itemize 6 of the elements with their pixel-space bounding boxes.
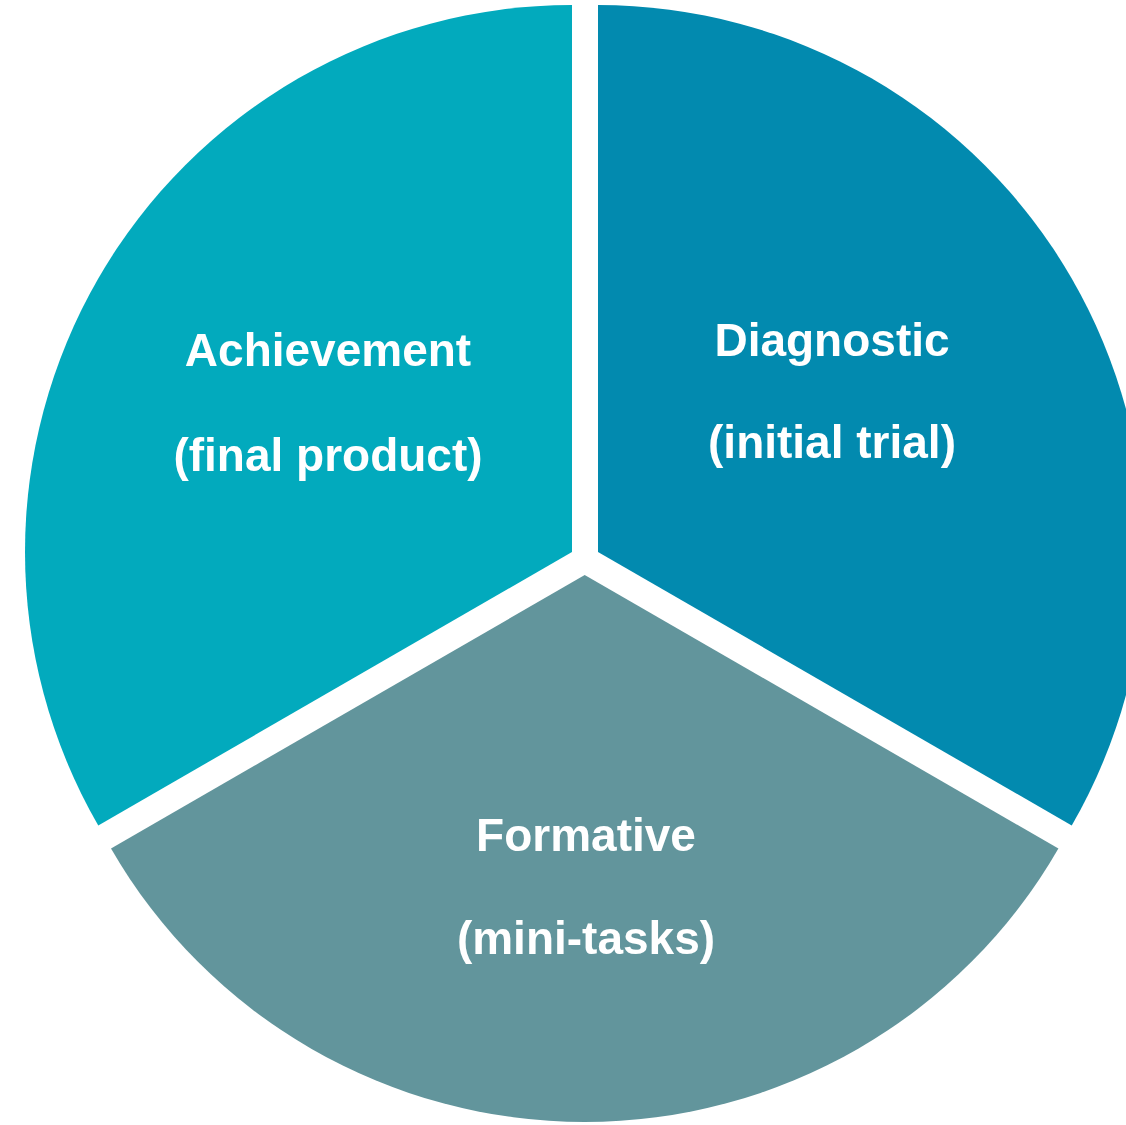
segment-title: Diagnostic [714,314,950,366]
segment-title: Achievement [184,324,472,376]
segment-subtitle: (mini-tasks) [456,912,716,964]
segment-title: Formative [476,809,696,861]
segment-subtitle: (final product) [173,429,483,481]
segment-subtitle: (initial trial) [708,416,956,468]
